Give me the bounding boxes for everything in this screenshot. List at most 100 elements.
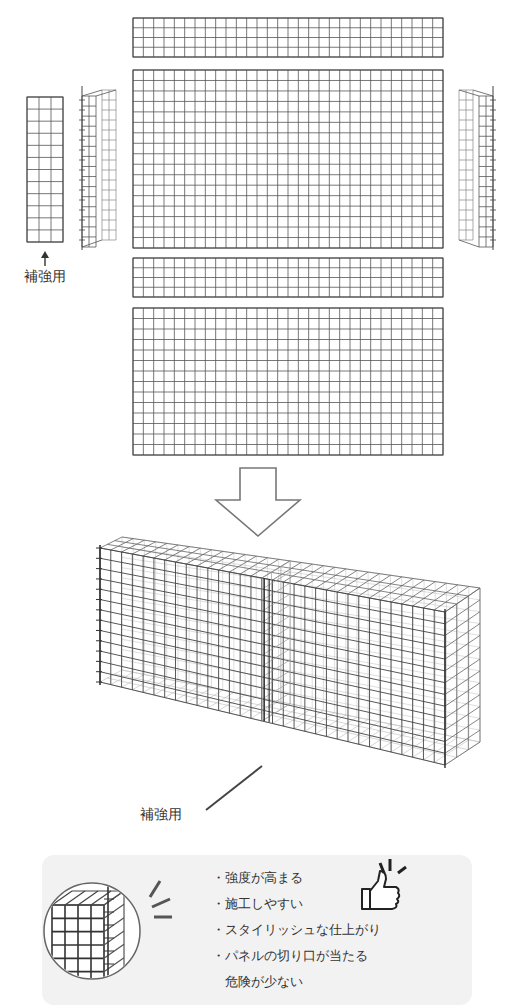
wire <box>490 110 496 111</box>
wire <box>459 100 473 101</box>
wire <box>96 620 102 621</box>
wire <box>262 693 290 710</box>
wire <box>52 931 104 933</box>
thumbs-up-icon <box>362 859 406 909</box>
wire <box>99 545 101 685</box>
wire <box>360 70 361 248</box>
wire <box>445 730 480 753</box>
wire <box>473 90 493 96</box>
wire <box>294 584 295 729</box>
wire <box>184 70 185 248</box>
wire <box>82 86 83 250</box>
wire <box>422 70 423 248</box>
wire <box>379 574 380 722</box>
wire <box>96 558 102 559</box>
wire <box>166 543 167 679</box>
wire <box>104 911 114 912</box>
wire <box>52 918 104 920</box>
wire <box>445 588 480 612</box>
wire <box>206 766 262 810</box>
wire <box>133 434 443 435</box>
bullet-text: ・施工しやすい <box>212 891 407 917</box>
wire <box>102 220 116 221</box>
wire <box>82 166 96 167</box>
wire <box>459 210 473 211</box>
wire <box>102 150 116 151</box>
wire <box>79 160 85 161</box>
wire <box>102 240 116 241</box>
wire <box>380 578 413 600</box>
wire <box>150 881 160 897</box>
wire <box>133 174 443 175</box>
wire <box>250 576 251 718</box>
wire <box>82 156 96 157</box>
wire <box>246 70 247 248</box>
wire <box>133 227 443 228</box>
wire <box>104 937 114 938</box>
wire <box>133 287 443 288</box>
wire <box>459 180 473 181</box>
wire <box>262 627 290 644</box>
wire <box>100 620 445 694</box>
wire <box>459 110 473 111</box>
wire <box>345 569 346 715</box>
wire <box>143 70 144 248</box>
wire <box>316 569 346 588</box>
wire <box>133 339 443 340</box>
wire <box>434 610 435 762</box>
wire <box>133 101 443 102</box>
main-panel <box>133 70 443 248</box>
wire <box>82 146 96 147</box>
wire <box>215 70 216 248</box>
wire <box>459 90 460 240</box>
wire <box>96 578 102 579</box>
wire <box>133 27 443 28</box>
wire <box>133 206 443 207</box>
wire <box>298 70 299 248</box>
wire <box>304 586 305 731</box>
wire <box>479 226 493 227</box>
part-label: 補強用 <box>138 806 184 824</box>
wire <box>82 186 96 187</box>
middle-panel <box>133 258 443 297</box>
wire <box>104 904 124 918</box>
wire <box>380 863 384 873</box>
wire <box>116 90 117 240</box>
wire <box>479 216 493 217</box>
wire <box>27 169 63 170</box>
wire <box>102 110 116 111</box>
wire <box>100 589 445 659</box>
wire <box>356 570 357 717</box>
wire <box>133 371 443 372</box>
wire <box>133 132 443 133</box>
wire <box>144 540 145 674</box>
wire <box>262 671 290 688</box>
wire <box>326 570 357 590</box>
top-panel <box>133 18 443 57</box>
wire <box>102 180 116 181</box>
wire <box>89 96 90 247</box>
wire <box>272 580 273 724</box>
wire <box>459 190 473 191</box>
wire <box>96 661 102 662</box>
wire <box>445 742 480 765</box>
wire <box>294 566 323 584</box>
wire <box>459 200 473 201</box>
wire <box>445 706 480 729</box>
wire <box>52 958 104 960</box>
wire <box>319 70 320 248</box>
wire <box>100 558 445 623</box>
wire <box>479 196 493 197</box>
emphasis-marks <box>150 881 172 917</box>
wire <box>445 695 480 718</box>
wire <box>251 559 279 576</box>
wire <box>79 190 85 191</box>
wire <box>133 539 134 673</box>
wire <box>104 918 124 932</box>
wire <box>401 70 402 248</box>
wire <box>82 226 96 227</box>
wire <box>52 984 104 986</box>
wire <box>82 106 96 107</box>
wire <box>27 133 63 134</box>
wire <box>391 580 424 602</box>
